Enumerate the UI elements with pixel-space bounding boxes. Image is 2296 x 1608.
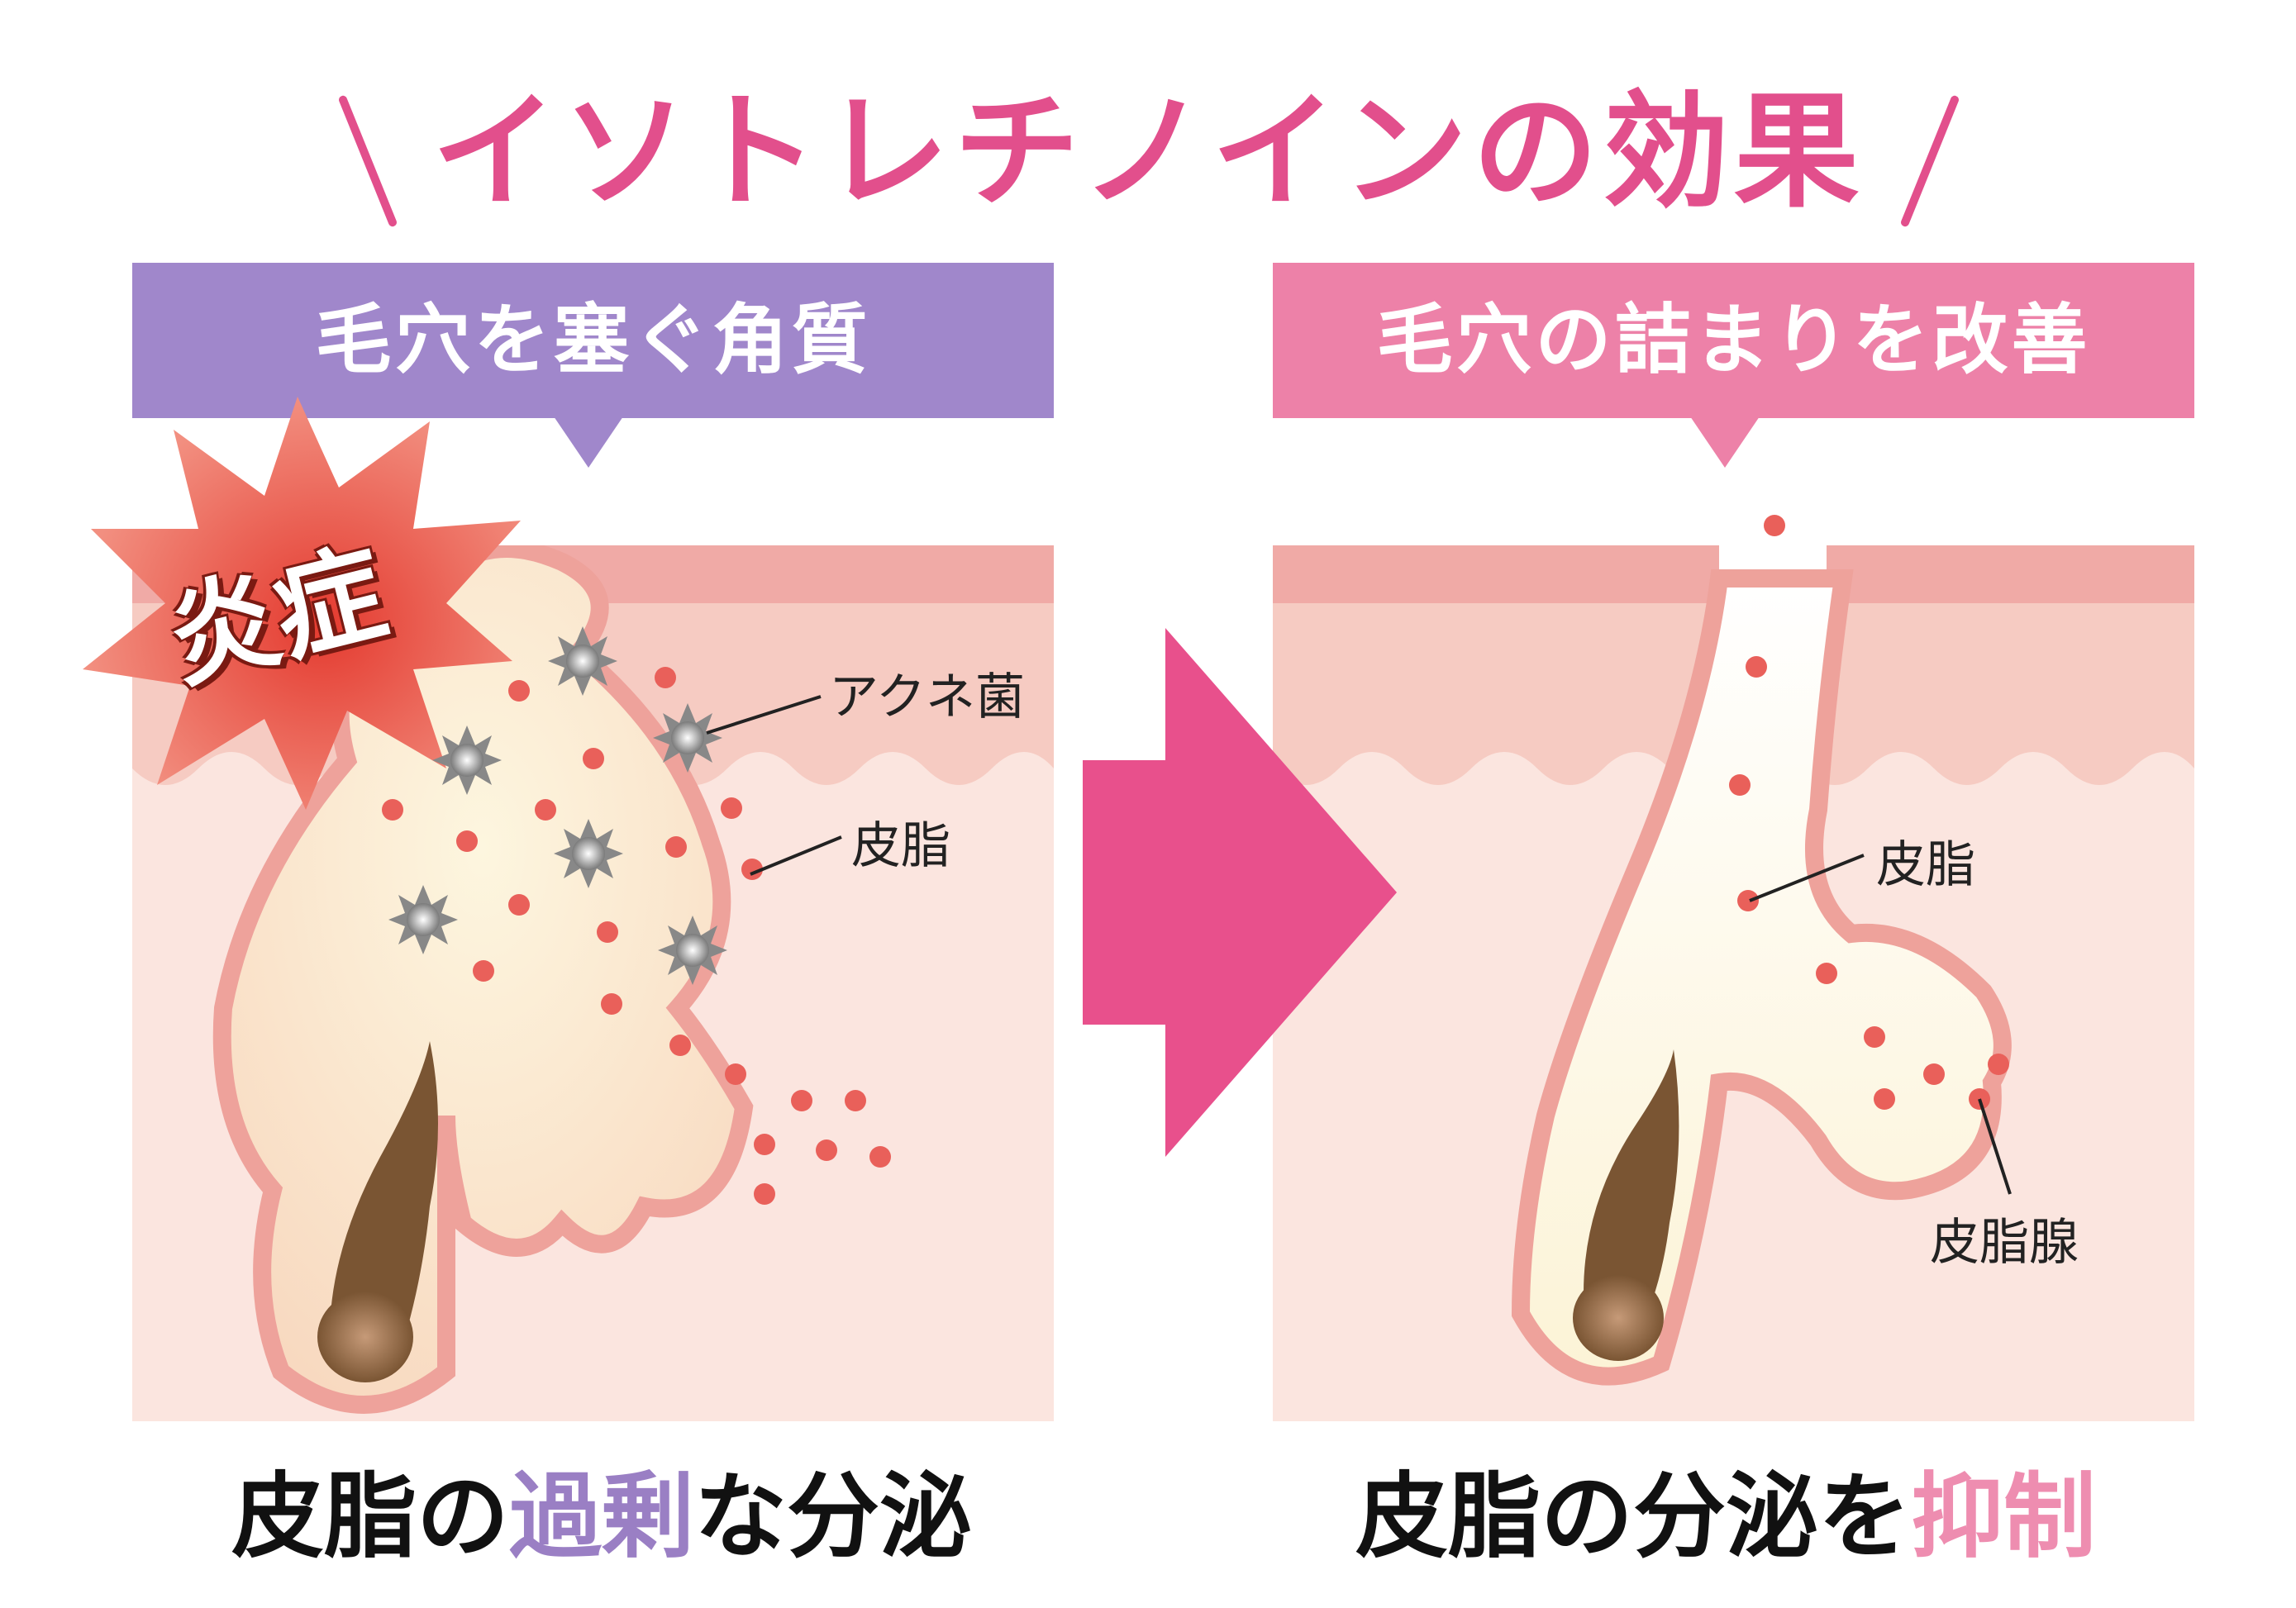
panel-after: [1273, 545, 2194, 1421]
label-sebum-right: 皮脂: [1876, 836, 1975, 894]
caption-after-text: 皮脂の分泌を: [1355, 1463, 1911, 1571]
caption-after-highlight: 抑制: [1911, 1463, 2096, 1571]
label-sebum-left: 皮脂: [851, 817, 950, 875]
caption-before-text: 皮脂の: [231, 1463, 509, 1571]
banner-after: 毛穴の詰まりを改善: [1273, 263, 2194, 418]
sebum-dot: [1764, 515, 1785, 536]
caption-before-tail: な分泌: [694, 1463, 972, 1571]
label-sebaceous-gland: 皮脂腺: [1930, 1214, 2079, 1272]
caption-before: 皮脂の過剰な分泌: [231, 1442, 972, 1576]
banner-before: 毛穴を塞ぐ角質: [132, 263, 1054, 418]
label-acne-bacteria: アクネ菌: [829, 668, 1025, 726]
caption-before-highlight: 過剰: [509, 1463, 694, 1571]
inflammation-burst-icon: [66, 388, 529, 818]
arrow-right-icon: [1083, 628, 1397, 1157]
banner-after-tail: [1690, 416, 1760, 468]
page-title: イソトレチノインの効果: [431, 78, 1865, 225]
banner-before-tail: [554, 416, 623, 468]
caption-after: 皮脂の分泌を抑制: [1355, 1442, 2096, 1576]
